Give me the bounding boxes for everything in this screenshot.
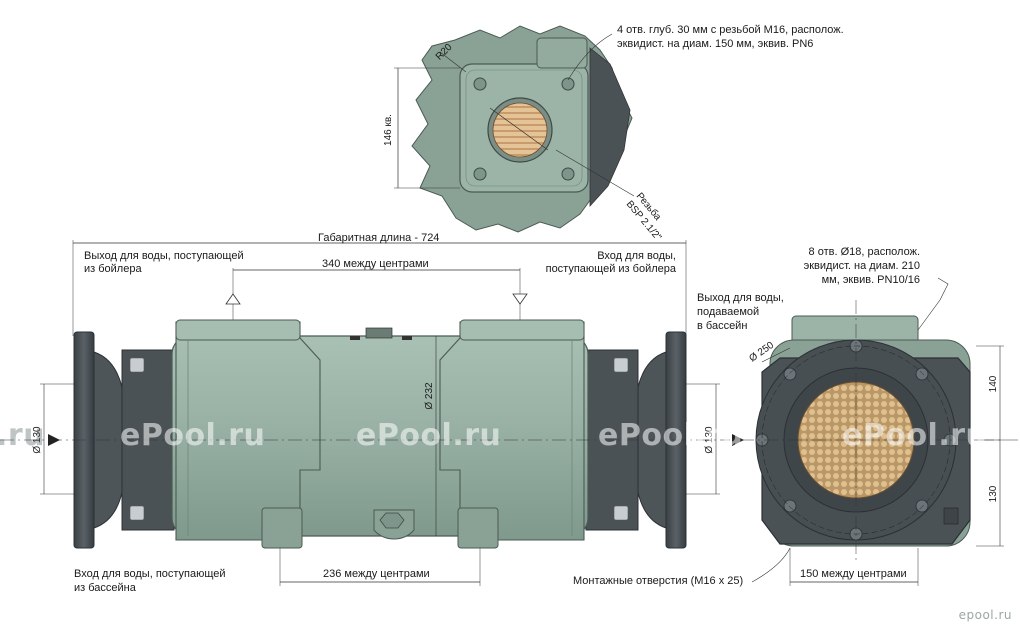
flange-view: [740, 277, 1020, 586]
right-axis-arrow: [732, 434, 744, 446]
left-axis-arrow: [48, 434, 60, 446]
watermark-4: ePool.ru: [842, 418, 988, 453]
flange-bottom-centers-label: 150 между центрами: [800, 568, 907, 580]
top-centers-label: 340 между центрами: [322, 258, 429, 270]
watermark-2: ePool.ru: [356, 418, 502, 453]
drain-plug: [379, 512, 405, 529]
watermark-edge-left: .ru: [0, 418, 46, 453]
dim-dia-130-right: Ø 130: [704, 426, 715, 454]
flange-holes-note-3: мм, эквив. PN10/16: [821, 274, 920, 286]
outlet-pool-label-3: в бассейн: [697, 320, 748, 332]
dim-dia-130-left: Ø 130: [32, 426, 43, 454]
side-view: [0, 240, 744, 586]
end-holes-note-2: эквидист. на диам. 150 мм, эквив. PN6: [617, 38, 814, 50]
dim-dia-232: Ø 232: [424, 382, 435, 410]
brand-logo: epool.ru: [958, 608, 1012, 622]
mount-holes-label: Монтажные отверстия (M16 x 25): [573, 575, 744, 587]
dim-130: 130: [988, 485, 999, 502]
inlet-pool-label-2: из бассейна: [74, 582, 136, 594]
outlet-arrow-up: [225, 293, 241, 305]
inlet-boiler-label-2: поступающей из бойлера: [545, 263, 676, 275]
dim-140: 140: [988, 375, 999, 392]
flange-holes-note-1: 8 отв. Ø18, располож.: [808, 246, 920, 258]
bottom-centers-label: 236 между центрами: [323, 568, 430, 580]
outlet-pool-label-1: Выход для воды,: [697, 292, 784, 304]
inlet-arrow-down: [512, 293, 528, 305]
outlet-boiler-label-1: Выход для воды, поступающей: [84, 250, 244, 262]
overall-length-label: Габаритная длина - 724: [318, 232, 440, 244]
dim-146: 146 кв.: [383, 114, 394, 146]
outlet-pool-label-2: подаваемой: [697, 306, 760, 318]
watermark-1: ePool.ru: [120, 418, 266, 453]
end-holes-note-1: 4 отв. глуб. 30 мм с резьбой M16, распол…: [617, 24, 844, 36]
inlet-boiler-label-1: Вход для воды,: [597, 250, 676, 262]
end-view: [394, 25, 635, 233]
watermark-3: ePool.ru: [598, 418, 744, 453]
inlet-pool-label-1: Вход для воды, поступающей: [74, 568, 226, 580]
flange-holes-note-2: эквидист. на диам. 210: [803, 260, 920, 272]
outlet-boiler-label-2: из бойлера: [84, 263, 142, 275]
